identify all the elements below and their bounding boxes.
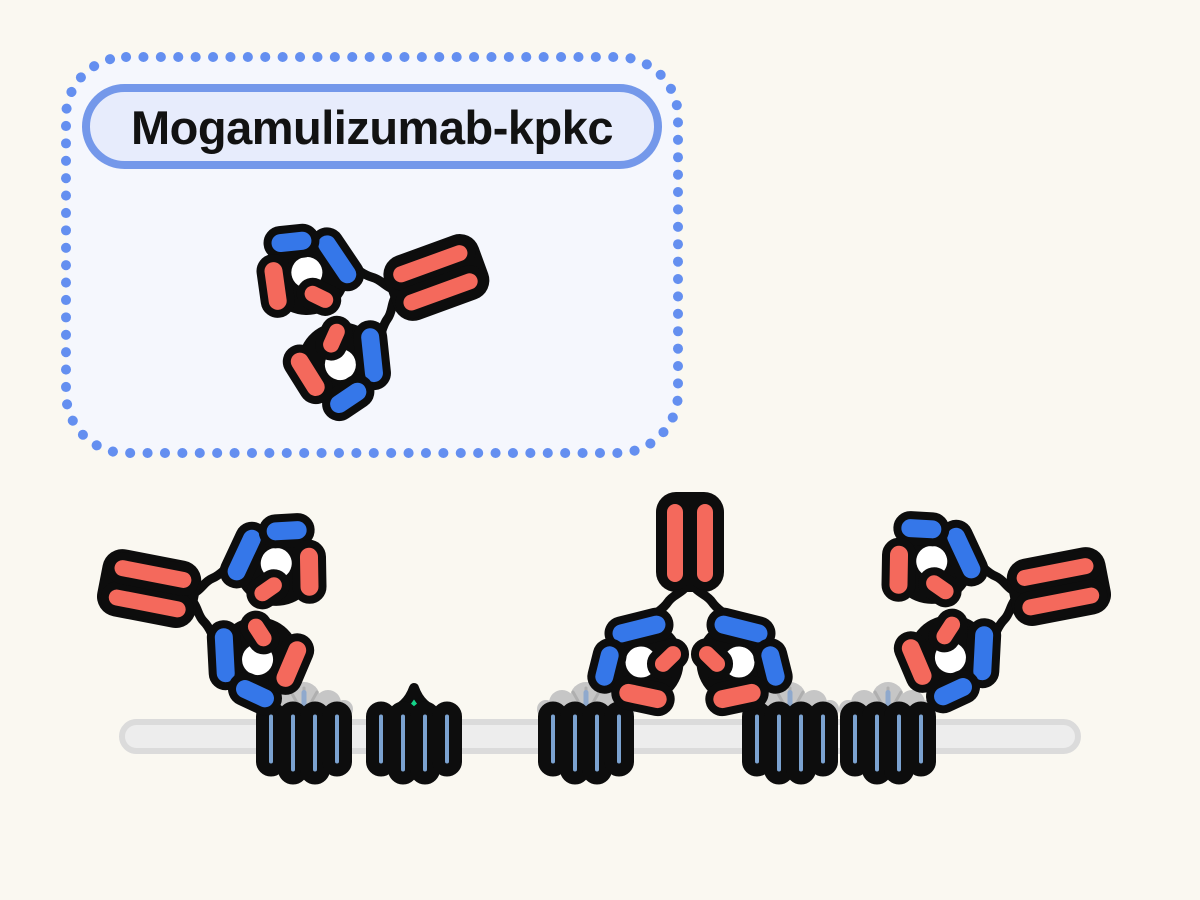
antibody-icon-middle	[589, 492, 792, 715]
drug-name-label: Mogamulizumab-kpkc	[131, 101, 613, 154]
legend-panel: Mogamulizumab-kpkc	[61, 52, 683, 458]
drug-name-badge: Mogamulizumab-kpkc	[82, 84, 662, 169]
antibody-icon-left	[81, 479, 338, 721]
antibody-icon-right	[870, 477, 1127, 719]
receptor-icon-2	[373, 688, 456, 778]
receptor-icon-5	[839, 682, 937, 778]
